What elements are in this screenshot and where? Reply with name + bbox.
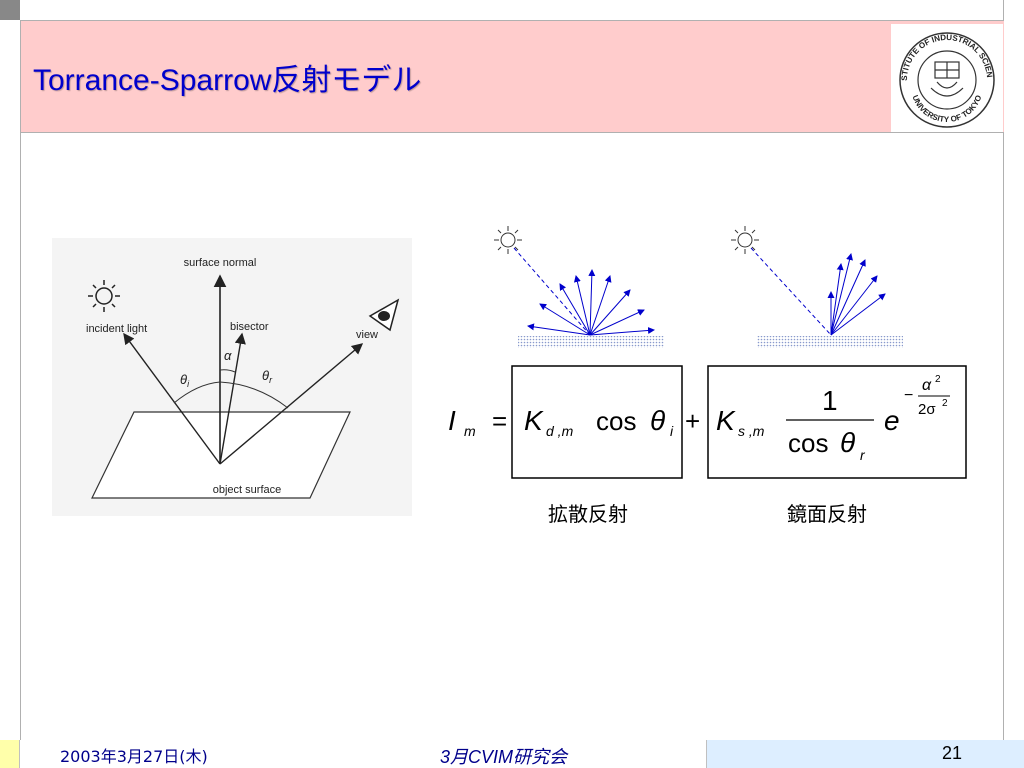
svg-text:2: 2 xyxy=(942,398,948,409)
theta-r-arc xyxy=(219,381,289,409)
page-number: 21 xyxy=(941,743,962,763)
theta-r-label: θr xyxy=(262,368,273,385)
svg-text:s ,m: s ,m xyxy=(738,423,765,439)
reflection-geometry-diagram: surface normal incident light bisector v… xyxy=(52,238,412,516)
footer-page-box: 21 xyxy=(706,740,1024,768)
svg-text:−: − xyxy=(904,387,913,404)
theta-i-label: θi xyxy=(180,372,190,389)
theta-i-arc xyxy=(173,381,221,404)
svg-text:+: + xyxy=(685,406,700,436)
frame-line-top xyxy=(20,20,1004,21)
svg-text:d ,m: d ,m xyxy=(546,423,574,439)
svg-text:α: α xyxy=(922,377,932,394)
footer: 2003年3月27日(木) 3月CVIM研究会 21 xyxy=(0,740,1024,768)
specular-reflection-caption: 鏡面反射 xyxy=(787,502,867,526)
incident-light-label: incident light xyxy=(86,323,147,335)
diffuse-surface xyxy=(518,336,664,348)
diffuse-reflected-rays xyxy=(527,269,655,336)
incident-light-arrow xyxy=(123,332,221,465)
diffuse-reflection-caption: 拡散反射 xyxy=(548,502,628,526)
svg-text:m: m xyxy=(464,423,476,439)
specular-reflection-diagram xyxy=(731,226,903,348)
footer-event: 3月CVIM研究会 xyxy=(440,747,568,767)
svg-text:I: I xyxy=(448,405,456,436)
slide-title: Torrance-Sparrow反射モデル xyxy=(33,64,422,97)
frame-line-left xyxy=(20,20,21,740)
diffuse-reflection-diagram xyxy=(494,226,664,348)
svg-text:e: e xyxy=(884,405,900,436)
object-surface-label: object surface xyxy=(213,484,281,496)
corner-square xyxy=(0,0,20,20)
svg-text:cos: cos xyxy=(596,406,636,436)
university-logo: INSTITUTE OF INDUSTRIAL SCIENCE UNIVERSI… xyxy=(888,17,1003,132)
svg-text:i: i xyxy=(670,423,674,439)
view-arrow xyxy=(219,343,364,465)
bisector-label: bisector xyxy=(230,321,269,333)
svg-text:r: r xyxy=(860,447,866,463)
specular-reflected-rays xyxy=(827,253,886,336)
footer-date: 2003年3月27日(木) xyxy=(60,747,208,766)
university-seal-icon: INSTITUTE OF INDUSTRIAL SCIENCE UNIVERSI… xyxy=(888,17,995,128)
svg-text:θ: θ xyxy=(650,405,665,436)
diffuse-term-box xyxy=(511,365,683,479)
specular-incident-ray xyxy=(750,247,832,336)
frame-line-right xyxy=(1003,0,1004,740)
alpha-arc xyxy=(219,369,236,373)
light-source-icon xyxy=(88,280,120,312)
diffuse-incident-ray xyxy=(513,247,591,336)
view-label: view xyxy=(356,329,378,341)
specular-surface xyxy=(757,336,903,348)
footer-marker xyxy=(0,740,20,768)
alpha-label: α xyxy=(224,348,232,363)
bisector-arrow xyxy=(219,332,246,465)
eye-icon xyxy=(368,298,400,332)
specular-light-icon xyxy=(731,226,759,254)
svg-text:2σ: 2σ xyxy=(918,401,936,418)
svg-text:K: K xyxy=(716,405,736,436)
specular-term-box xyxy=(707,365,967,479)
svg-text:cos: cos xyxy=(788,428,828,458)
svg-text:2: 2 xyxy=(935,374,941,385)
svg-text:θ: θ xyxy=(840,427,855,458)
svg-text:=: = xyxy=(492,406,507,436)
svg-text:K: K xyxy=(524,405,544,436)
diffuse-light-icon xyxy=(494,226,522,254)
title-bar: Torrance-Sparrow反射モデル INSTITUTE OF INDUS… xyxy=(21,17,1004,133)
surface-normal-label: surface normal xyxy=(184,257,257,269)
torrance-sparrow-formula: I m = K d ,m cos θ i + K s ,m 1 cos θ r … xyxy=(448,365,967,479)
svg-text:1: 1 xyxy=(822,385,838,416)
